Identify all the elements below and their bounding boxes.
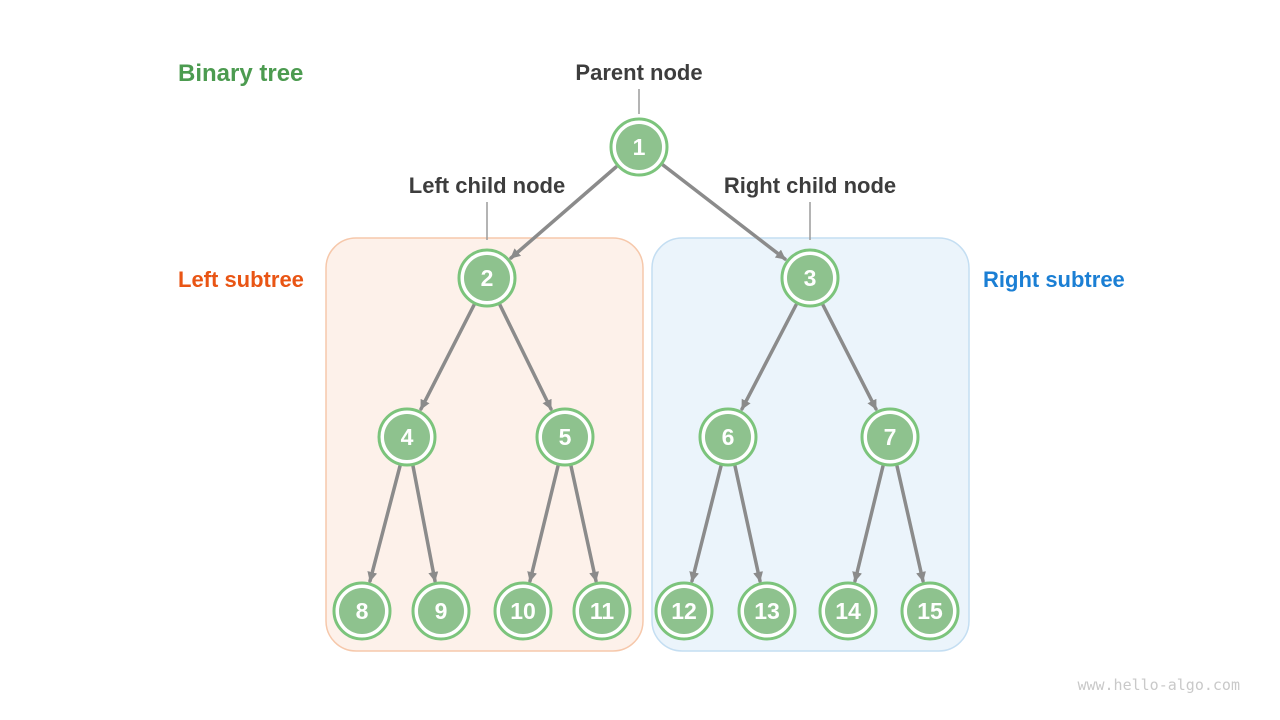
tree-node-11: 11 bbox=[572, 581, 632, 641]
tree-node-12: 12 bbox=[654, 581, 714, 641]
tree-nodes: 1 2 3 4 5 bbox=[332, 117, 960, 641]
edge-2-5 bbox=[498, 303, 553, 411]
node-value: 3 bbox=[804, 265, 817, 291]
node-disc bbox=[500, 588, 546, 634]
tree-node-15: 15 bbox=[900, 581, 960, 641]
watermark-url: www.hello-algo.com bbox=[1077, 676, 1240, 694]
tree-node-4: 4 bbox=[377, 407, 437, 467]
node-value: 1 bbox=[633, 134, 646, 160]
right-child-node-label: Right child node bbox=[724, 173, 896, 198]
edge-1-3 bbox=[661, 163, 787, 261]
node-disc bbox=[339, 588, 385, 634]
edge-4-9 bbox=[411, 464, 439, 583]
node-disc bbox=[384, 414, 430, 460]
edge-4-8 bbox=[367, 464, 402, 583]
tree-node-7: 7 bbox=[860, 407, 920, 467]
right-subtree-label: Right subtree bbox=[983, 267, 1125, 292]
node-disc bbox=[542, 414, 588, 460]
node-value: 11 bbox=[590, 598, 615, 624]
node-value: 9 bbox=[435, 598, 448, 624]
diagram-title: Binary tree bbox=[178, 60, 303, 87]
tree-node-9: 9 bbox=[411, 581, 471, 641]
node-value: 6 bbox=[722, 424, 735, 450]
tree-node-10: 10 bbox=[493, 581, 553, 641]
edge-3-6 bbox=[740, 303, 798, 411]
node-value: 10 bbox=[510, 598, 536, 624]
node-disc bbox=[825, 588, 871, 634]
edge-5-10 bbox=[527, 464, 560, 583]
node-value: 12 bbox=[671, 598, 697, 624]
tree-node-8: 8 bbox=[332, 581, 392, 641]
node-value: 8 bbox=[356, 598, 369, 624]
node-value: 5 bbox=[559, 424, 572, 450]
node-value: 4 bbox=[401, 424, 414, 450]
edge-5-11 bbox=[569, 464, 599, 583]
node-value: 2 bbox=[481, 265, 494, 291]
node-disc bbox=[705, 414, 751, 460]
tree-node-1: 1 bbox=[609, 117, 669, 177]
node-value: 15 bbox=[917, 598, 943, 624]
left-subtree-box bbox=[325, 237, 644, 652]
tree-node-2: 2 bbox=[457, 248, 517, 308]
edge-6-12 bbox=[689, 464, 723, 583]
node-disc bbox=[661, 588, 707, 634]
node-value: 7 bbox=[884, 424, 897, 450]
tree-node-3: 3 bbox=[780, 248, 840, 308]
tree-node-13: 13 bbox=[737, 581, 797, 641]
node-disc bbox=[579, 588, 625, 634]
edge-3-7 bbox=[821, 303, 878, 411]
tree-node-14: 14 bbox=[818, 581, 878, 641]
edge-2-4 bbox=[419, 303, 476, 411]
tree-edges bbox=[367, 163, 926, 583]
edge-1-2 bbox=[509, 165, 618, 260]
edge-7-15 bbox=[895, 464, 926, 583]
node-value: 13 bbox=[754, 598, 780, 624]
node-disc bbox=[867, 414, 913, 460]
node-value: 14 bbox=[835, 598, 861, 624]
node-disc bbox=[744, 588, 790, 634]
left-subtree-label: Left subtree bbox=[178, 267, 304, 292]
node-disc bbox=[418, 588, 464, 634]
node-disc bbox=[464, 255, 510, 301]
node-disc bbox=[787, 255, 833, 301]
node-disc bbox=[616, 124, 662, 170]
edge-7-14 bbox=[852, 464, 885, 583]
parent-node-label: Parent node bbox=[575, 60, 702, 85]
tree-node-6: 6 bbox=[698, 407, 758, 467]
tree-node-5: 5 bbox=[535, 407, 595, 467]
edge-6-13 bbox=[733, 464, 763, 583]
left-child-node-label: Left child node bbox=[409, 173, 565, 198]
node-disc bbox=[907, 588, 953, 634]
